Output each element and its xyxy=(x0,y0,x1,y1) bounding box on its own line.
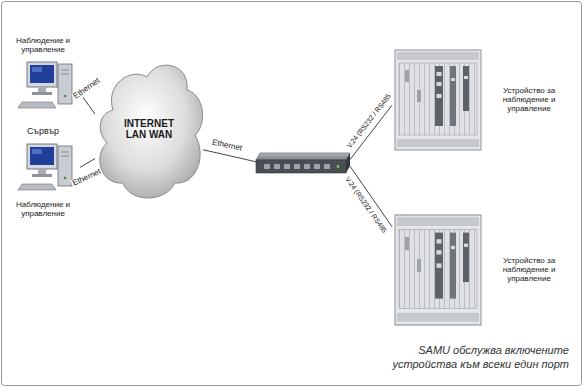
rack-device xyxy=(395,215,481,325)
node-label: Сървър xyxy=(27,126,59,136)
rack-node: Устройство за наблюдение и управление xyxy=(392,213,578,327)
connector-line xyxy=(80,159,95,168)
rack-device xyxy=(395,50,481,150)
computer-icon xyxy=(18,144,72,190)
server-node: СървърНаблюдение и управление xyxy=(6,126,80,218)
node-label: Устройство за наблюдение и управление xyxy=(484,256,574,284)
node-label: Устройство за наблюдение и управление xyxy=(484,86,574,114)
node-label: Наблюдение и управление xyxy=(6,36,80,54)
computer-icon xyxy=(18,62,72,108)
cloud-shape xyxy=(100,65,203,198)
cloud-node: INTERNET LAN WAN xyxy=(95,55,203,203)
cloud-label: INTERNET LAN WAN xyxy=(124,118,174,141)
samu-device xyxy=(256,153,350,173)
node-label: Наблюдение и управление xyxy=(6,200,80,218)
connector-line xyxy=(203,150,256,162)
rack-node: Устройство за наблюдение и управление xyxy=(392,48,578,152)
device-node xyxy=(256,153,350,175)
caption: SAMU обслужва включените устройства към … xyxy=(361,343,569,372)
computer-node: Наблюдение и управление xyxy=(6,36,80,112)
